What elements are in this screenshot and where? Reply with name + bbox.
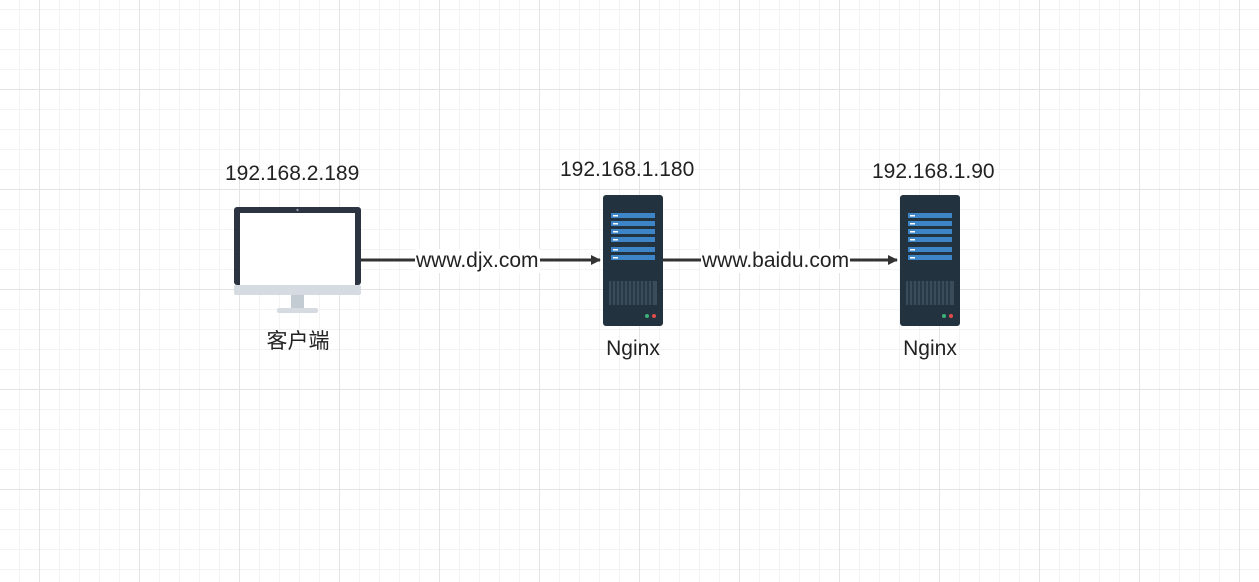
nginx1-name-label: Nginx	[606, 337, 660, 360]
nginx2-name-label: Nginx	[903, 337, 957, 360]
edge-label-baidu: www.baidu.com	[701, 249, 851, 273]
edge-label-djx: www.djx.com	[415, 249, 540, 273]
monitor-icon[interactable]	[233, 206, 363, 314]
client-ip-label: 192.168.2.189	[225, 162, 360, 185]
server-icon[interactable]	[900, 195, 960, 326]
server-icon[interactable]	[603, 195, 663, 326]
client-name-label: 客户端	[266, 330, 330, 353]
nginx1-ip-label: 192.168.1.180	[560, 158, 695, 181]
nginx2-ip-label: 192.168.1.90	[872, 160, 995, 183]
